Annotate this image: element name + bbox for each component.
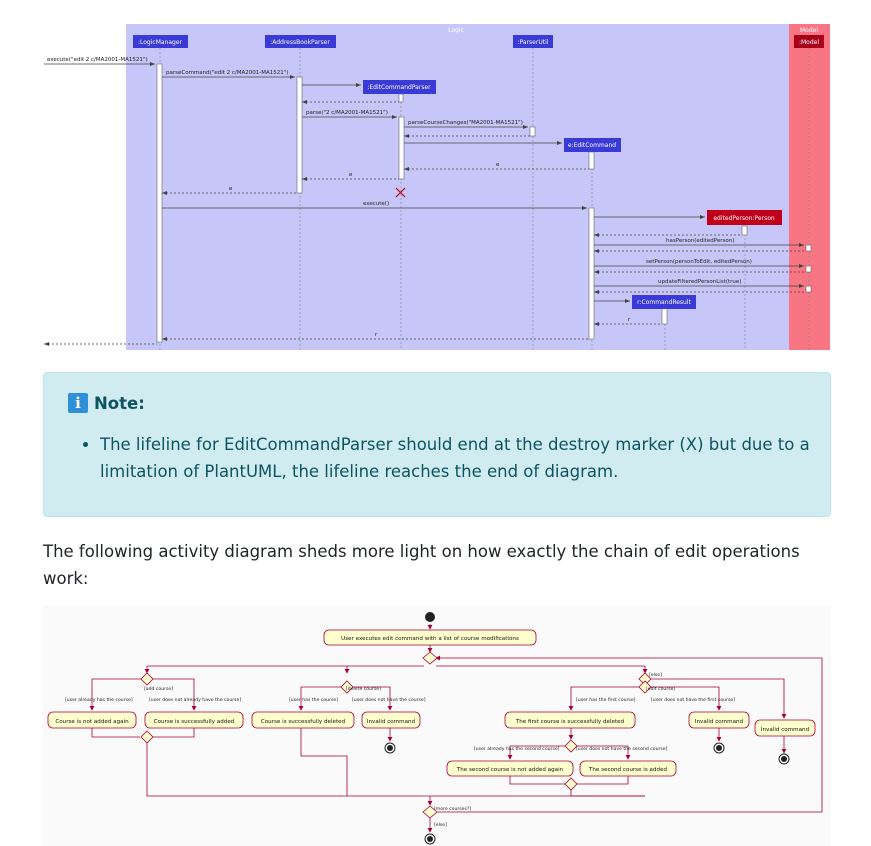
action-invalid-1: Invalid command (367, 719, 416, 725)
guard-user-has-course: [user has the course] (289, 697, 338, 703)
action-invalid-2: Invalid command (695, 719, 744, 725)
guard-edit-course: [edit course] (646, 686, 675, 692)
msg-set-person: setPerson(personToEdit, editedPerson) (646, 259, 752, 265)
msg-return-r2: r (375, 332, 378, 338)
participant-parser-util (513, 35, 553, 48)
msg-execute: execute() (363, 201, 389, 207)
guard-user-has-course-already: [user already has the course] (65, 697, 133, 703)
action-not-added-again: Course is not added again (55, 719, 129, 725)
message-labels: execute("edit 2 c/MA2001-MA1521") parseC… (47, 57, 752, 338)
note-box: i Note: The lifeline for EditCommandPars… (43, 372, 831, 517)
participant-logic-manager-label: :LogicManager (138, 39, 183, 46)
info-icon: i (68, 393, 88, 413)
msg-update-filtered: updateFilteredPersonList(true) (658, 279, 741, 285)
action-successfully-deleted: Course is successfully deleted (261, 719, 346, 725)
msg-has-person: hasPerson(editedPerson) (666, 238, 734, 244)
activations (156, 63, 812, 343)
activity-flows (89, 624, 823, 833)
participant-parser-util-label: :ParserUtil (518, 39, 549, 46)
participant-model (794, 35, 824, 48)
note-item: The lifeline for EditCommandParser shoul… (100, 431, 840, 485)
action-successfully-added: Course is successfully added (154, 719, 235, 725)
participant-command-result (632, 295, 696, 309)
msg-execute-call: execute("edit 2 c/MA2001-MA1521") (47, 57, 148, 63)
guard-delete-course: [delete course] (346, 686, 381, 692)
participant-edit-command (564, 138, 621, 152)
start-node (425, 612, 435, 622)
guard-more-courses: [more courses?] (434, 806, 471, 812)
participant-address-book-parser-label: :AddressBookParser (270, 39, 330, 46)
note-title: Note: (94, 393, 145, 413)
msg-parse-command: parseCommand("edit 2 c/MA2001-MA1521") (166, 70, 288, 76)
activity-diagram: User executes edit command with a list o… (43, 606, 831, 846)
guard-else-top: [else] (649, 672, 662, 678)
body-paragraph: The following activity diagram sheds mor… (43, 542, 800, 588)
note-list: The lifeline for EditCommandParser shoul… (82, 431, 840, 485)
action-start: User executes edit command with a list o… (341, 636, 519, 642)
decision-nodes (140, 651, 652, 819)
guard-add-course: [add course] (144, 686, 173, 692)
action-second-added: The second course is added (588, 767, 668, 773)
participant-edit-command-parser-label: :EditCommandParser (367, 84, 431, 91)
guard-labels: [add course] [delete course] [else] [edi… (65, 672, 735, 828)
guard-user-not-have-course-add: [user does not already have the course] (149, 697, 241, 703)
message-arrowheads (44, 62, 804, 346)
logic-box-label: Logic (448, 27, 464, 34)
action-boxes (47, 629, 816, 777)
participant-command-result-label: r:CommandResult (637, 299, 691, 306)
participant-model-label: :Model (799, 39, 819, 46)
guard-else-bottom: [else] (434, 822, 447, 828)
participant-edited-person-label: editedPerson:Person (713, 215, 775, 222)
participant-logic-manager (133, 35, 188, 48)
msg-return-e2: e (349, 172, 353, 178)
message-lines (44, 63, 806, 345)
msg-return-r1: r (628, 317, 631, 323)
end-nodes (384, 742, 790, 845)
msg-parse: parse("2 c/MA2001-MA1521") (306, 110, 388, 116)
participant-edit-command-label: e:EditCommand (568, 142, 616, 149)
model-box-label: Model (800, 27, 818, 34)
msg-return-e3: e (229, 186, 233, 192)
guard-user-not-have-course: [user does not have the course] (352, 697, 426, 703)
msg-parse-course-changes: parseCourseChanges("MA2001-MA1521") (408, 120, 523, 126)
sequence-diagram: Logic Model :LogicManager :AddressBookPa… (44, 24, 830, 350)
participant-edit-command-parser (363, 80, 436, 94)
action-labels: User executes edit command with a list o… (55, 636, 809, 773)
action-second-not-added: The second course is not added again (456, 767, 564, 773)
guard-user-has-first: [user has the first course] (576, 697, 636, 703)
guard-user-not-have-second: [user does not have the second course] (576, 746, 668, 752)
destroy-marker (395, 187, 406, 198)
guard-user-has-second: [user already has the second course] (474, 746, 560, 752)
participant-edited-person (707, 210, 782, 225)
action-first-deleted: The first course is successfully deleted (515, 719, 625, 725)
msg-return-e1: e (496, 162, 500, 168)
model-box (789, 24, 830, 350)
participant-address-book-parser (265, 35, 336, 48)
note-header: i Note: (68, 393, 145, 413)
guard-user-not-have-first: [user does not have the first course] (651, 697, 735, 703)
action-invalid-3: Invalid command (761, 727, 810, 733)
